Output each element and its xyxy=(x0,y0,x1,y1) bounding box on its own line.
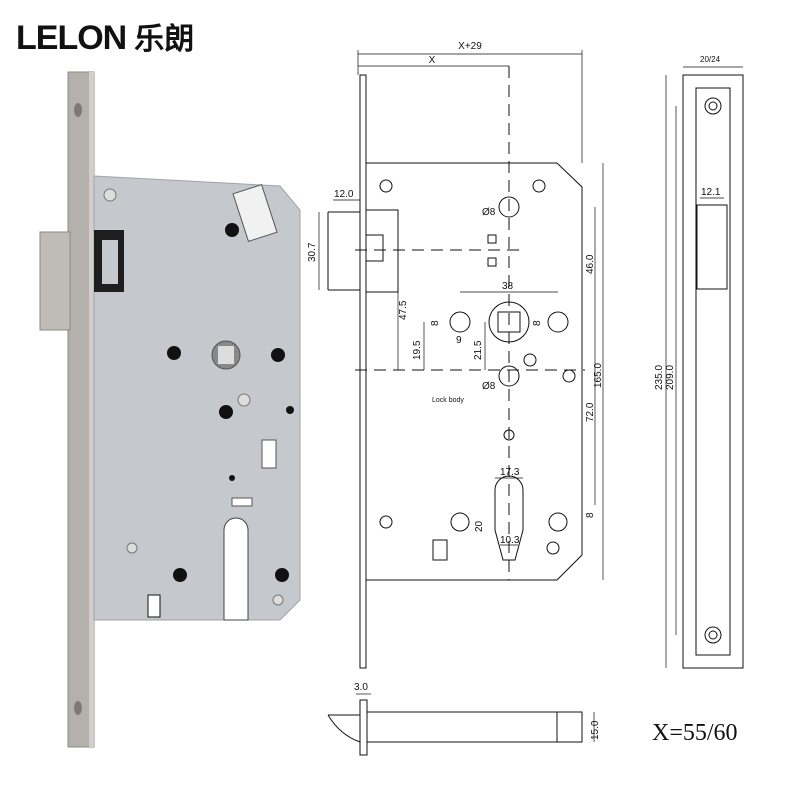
dim-handle-to-cylinder: 72.0 xyxy=(585,402,596,422)
dim-latch-depth: 12.0 xyxy=(334,189,354,200)
lock-body-label: Lock body xyxy=(432,397,464,404)
dim-hole-bottom: Ø8 xyxy=(482,381,496,392)
side-view-drawing xyxy=(665,66,744,669)
logo-cn: 乐朗 xyxy=(134,23,195,56)
dim-cylinder-neck: 10.3 xyxy=(500,535,520,546)
dim-cylinder-height: 20 xyxy=(474,520,485,532)
dim-faceplate-length: 235.0 xyxy=(654,365,665,390)
dim-slot-height: 8 xyxy=(430,320,441,326)
dim-backset: X xyxy=(429,55,436,66)
dim-hole-top: Ø8 xyxy=(482,207,496,218)
dim-faceplate-thickness: 3.0 xyxy=(354,682,368,693)
dim-screw-spacing: 209.0 xyxy=(665,365,676,390)
dim-bottom-height: 15.0 xyxy=(590,720,601,740)
bottom-view-drawing xyxy=(327,693,595,756)
dim-spindle-to-hole: 21.5 xyxy=(473,340,484,360)
dim-latch-to-axis: 47.5 xyxy=(398,300,409,320)
dim-width-total: X+29 xyxy=(458,41,482,52)
lock-photo xyxy=(39,71,301,748)
dim-slot-width: 9 xyxy=(456,335,462,346)
dim-latch-height: 30.7 xyxy=(307,242,318,262)
dim-faceplate-width: 20/24 xyxy=(700,55,721,64)
dim-top-to-handle: 46.0 xyxy=(585,254,596,274)
front-view-drawing xyxy=(318,50,604,669)
dim-square-size: 8 xyxy=(532,320,543,326)
backset-options: X=55/60 xyxy=(652,720,738,746)
dim-cylinder-offset: 8 xyxy=(585,512,596,518)
dim-cylinder-width: 17.3 xyxy=(500,467,520,478)
dim-body-height: 165.0 xyxy=(593,363,604,388)
dim-axis-to-hole: 19.5 xyxy=(412,340,423,360)
logo-text: LELON xyxy=(16,19,127,57)
dim-latch-width: 12.1 xyxy=(701,187,721,198)
dim-handle-span: 38 xyxy=(502,281,514,292)
